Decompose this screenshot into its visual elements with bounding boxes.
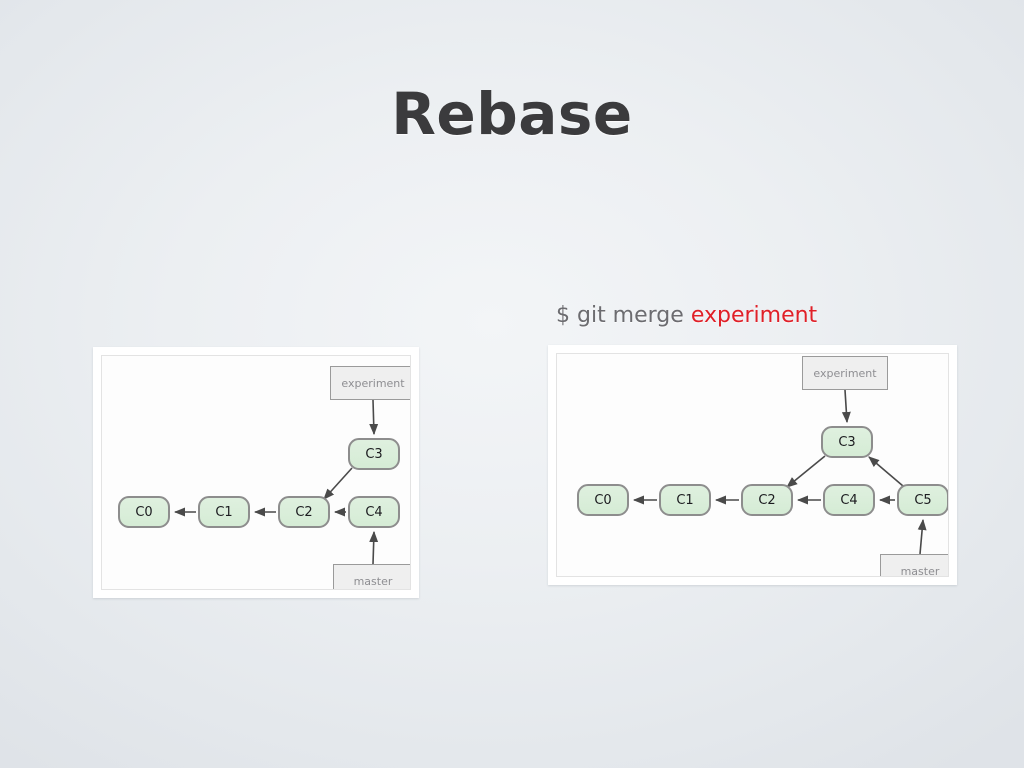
branch-label-experiment: experiment — [330, 366, 410, 400]
edge — [369, 530, 379, 565]
commit-node-c3: C3 — [348, 438, 400, 470]
command-prompt: $ git merge — [556, 303, 684, 328]
edge — [323, 467, 353, 500]
commit-node-c0: C0 — [577, 484, 629, 516]
commit-node-c2: C2 — [278, 496, 330, 528]
edge — [917, 518, 927, 555]
edge — [786, 455, 826, 488]
command-caption: $ git merge experiment — [556, 303, 817, 328]
commit-node-c1: C1 — [659, 484, 711, 516]
commit-node-c1: C1 — [198, 496, 250, 528]
branch-label-master: master — [333, 564, 410, 589]
commit-node-c3: C3 — [821, 426, 873, 458]
commit-node-c4: C4 — [348, 496, 400, 528]
edge — [841, 389, 851, 424]
commit-node-c2: C2 — [741, 484, 793, 516]
edge — [369, 399, 379, 436]
branch-label-experiment: experiment — [802, 356, 888, 390]
commit-node-c0: C0 — [118, 496, 170, 528]
edge — [868, 456, 904, 487]
graph-edges-after — [632, 389, 927, 555]
page-title: Rebase — [391, 80, 633, 148]
commit-node-c5: C5 — [897, 484, 948, 516]
commit-node-c4: C4 — [823, 484, 875, 516]
branch-label-master: master — [880, 554, 948, 576]
command-argument: experiment — [690, 303, 818, 328]
